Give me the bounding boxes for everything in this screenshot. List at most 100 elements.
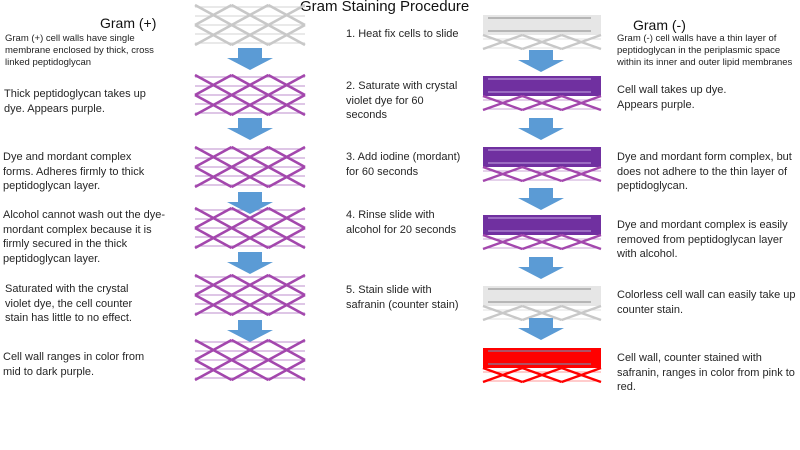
- crosslink-line: [194, 226, 233, 250]
- crosslink-line: [482, 233, 523, 251]
- crosslink-line: [194, 358, 233, 382]
- gram-negative-desc-4: Colorless cell wall can easily take up c…: [617, 289, 796, 316]
- crosslink-line: [267, 165, 306, 189]
- peptidoglycan-mesh-3: [194, 206, 306, 250]
- crosslink-line: [482, 94, 523, 112]
- crosslink-line: [561, 366, 602, 384]
- crosslink-line: [194, 23, 233, 47]
- crosslink-line: [267, 23, 306, 47]
- crosslink-line: [267, 73, 306, 97]
- crosslink-line: [267, 145, 306, 169]
- crosslink-line: [231, 73, 269, 97]
- gram-positive-diagram: [194, 3, 306, 382]
- crosslink-line: [521, 366, 563, 384]
- crosslink-line: [194, 93, 233, 117]
- down-arrow-icon: [227, 48, 273, 70]
- outer-membrane-band: [483, 348, 601, 368]
- outer-membrane-band: [483, 215, 601, 235]
- crosslink-line: [267, 226, 306, 250]
- crosslink-line: [231, 206, 269, 230]
- crosslink-line: [482, 304, 523, 322]
- crosslink-line: [194, 293, 233, 317]
- peptidoglycan-mesh-1: [194, 73, 306, 117]
- peptidoglycan-mesh-5: [194, 338, 306, 382]
- crosslink-line: [231, 23, 269, 47]
- step-3: 3. Add iodine (mordant) for 60 seconds: [346, 151, 461, 178]
- gram-negative-diagram: [482, 15, 602, 384]
- outer-membrane-band: [483, 15, 601, 35]
- gram-negative-desc-5: Cell wall, counter stained with safranin…: [617, 352, 795, 393]
- crosslink-line: [482, 366, 523, 384]
- cell-wall-1: [482, 76, 602, 112]
- crosslink-line: [267, 293, 306, 317]
- down-arrow-icon: [227, 192, 273, 214]
- down-arrow-icon: [227, 320, 273, 342]
- crosslink-line: [482, 165, 523, 183]
- crosslink-line: [267, 3, 306, 27]
- gram-positive-desc-2: Dye and mordant complex forms. Adheres f…: [3, 151, 145, 192]
- crosslink-line: [521, 304, 563, 322]
- down-arrow-icon: [518, 318, 564, 340]
- down-arrow-icon: [518, 188, 564, 210]
- gram-positive-desc-5: Cell wall ranges in color from mid to da…: [3, 351, 145, 378]
- gram-positive-desc-3: Alcohol cannot wash out the dye-mordant …: [3, 209, 166, 265]
- crosslink-line: [194, 165, 233, 189]
- gram-negative-desc-3: Dye and mordant complex is easily remove…: [617, 219, 788, 260]
- crosslink-line: [521, 165, 563, 183]
- crosslink-line: [194, 273, 233, 297]
- crosslink-line: [561, 304, 602, 322]
- crosslink-line: [521, 94, 563, 112]
- crosslink-line: [231, 358, 269, 382]
- outer-membrane-band: [483, 147, 601, 167]
- cell-wall-2: [482, 147, 602, 183]
- down-arrow-icon: [518, 257, 564, 279]
- crosslink-line: [231, 293, 269, 317]
- outer-membrane-band: [483, 286, 601, 306]
- down-arrow-icon: [227, 118, 273, 140]
- crosslink-line: [194, 338, 233, 362]
- step-2: 2. Saturate with crystal violet dye for …: [346, 80, 458, 121]
- crosslink-line: [231, 165, 269, 189]
- step-1: 1. Heat fix cells to slide: [346, 28, 459, 40]
- cell-wall-3: [482, 215, 602, 251]
- gram-negative-desc-2: Dye and mordant form complex, but does n…: [617, 151, 792, 192]
- crosslink-line: [231, 226, 269, 250]
- step-5: 5. Stain slide with safranin (counter st…: [346, 284, 459, 311]
- down-arrow-icon: [518, 118, 564, 140]
- crosslink-line: [194, 73, 233, 97]
- crosslink-line: [561, 233, 602, 251]
- crosslink-line: [231, 273, 269, 297]
- gram-positive-desc-4: Saturated with the crystal violet dye, t…: [5, 283, 133, 324]
- crosslink-line: [561, 165, 602, 183]
- gram-negative-desc-1: Cell wall takes up dye. Appears purple.: [617, 84, 727, 111]
- gram-negative-heading: Gram (-): [633, 17, 686, 33]
- cell-wall-0: [482, 15, 602, 51]
- step-4: 4. Rinse slide with alcohol for 20 secon…: [346, 209, 457, 236]
- peptidoglycan-mesh-2: [194, 145, 306, 189]
- crosslink-line: [231, 93, 269, 117]
- crosslink-line: [267, 338, 306, 362]
- crosslink-line: [521, 233, 563, 251]
- cell-wall-5: [482, 348, 602, 384]
- crosslink-line: [231, 145, 269, 169]
- crosslink-line: [521, 33, 563, 51]
- crosslink-line: [194, 145, 233, 169]
- crosslink-line: [194, 206, 233, 230]
- gram-negative-intro: Gram (-) cell walls have a thin layer of…: [617, 33, 793, 68]
- crosslink-line: [231, 338, 269, 362]
- crosslink-line: [267, 93, 306, 117]
- peptidoglycan-mesh-0: [194, 3, 306, 47]
- crosslink-line: [231, 3, 269, 27]
- crosslink-line: [561, 33, 602, 51]
- gram-positive-desc-1: Thick peptidoglycan takes up dye. Appear…: [4, 88, 146, 115]
- peptidoglycan-mesh-4: [194, 273, 306, 317]
- crosslink-line: [267, 206, 306, 230]
- page-title: Gram Staining Procedure: [300, 0, 470, 15]
- gram-positive-heading: Gram (+): [100, 15, 157, 31]
- crosslink-line: [194, 3, 233, 27]
- outer-membrane-band: [483, 76, 601, 96]
- gram-positive-intro: Gram (+) cell walls have single membrane…: [5, 33, 154, 68]
- crosslink-line: [482, 33, 523, 51]
- crosslink-line: [561, 94, 602, 112]
- down-arrow-icon: [518, 50, 564, 72]
